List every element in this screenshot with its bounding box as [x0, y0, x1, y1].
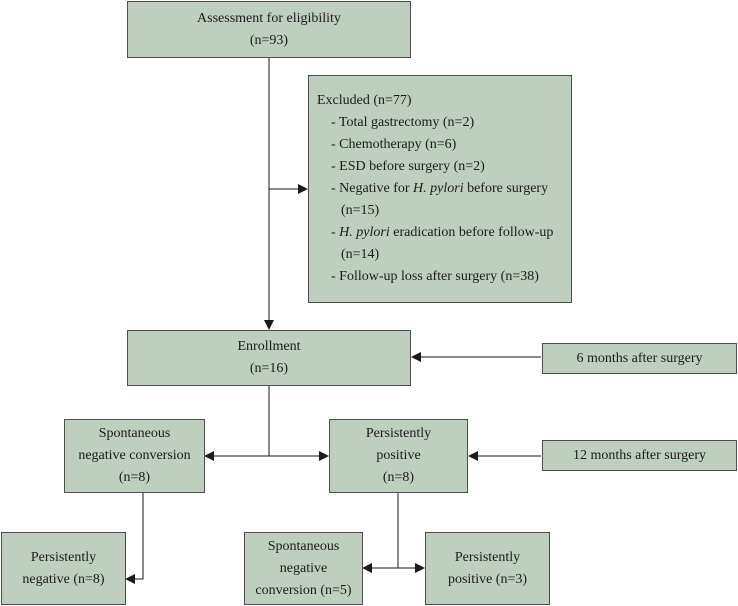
spont-neg-2-line1: Spontaneous — [267, 538, 340, 554]
persist-pos-1-count: (n=8) — [382, 470, 415, 485]
excluded-box: Excluded (n=77) - Total gastrectomy (n=2… — [308, 75, 572, 303]
spont-neg-1-line2: negative conversion — [78, 448, 191, 463]
persist-pos-2-line2: positive (n=3) — [447, 571, 528, 587]
six-months-label: 6 months after surgery — [576, 350, 703, 366]
six-months-box: 6 months after surgery — [542, 343, 737, 374]
persist-pos-2-line1: Persistently — [454, 549, 521, 565]
excluded-item: - H. pylori eradication before follow-up… — [331, 225, 554, 262]
excluded-title: Excluded (n=77) — [317, 93, 412, 108]
persist-pos-1-line1: Persistently — [365, 426, 432, 441]
twelve-months-label: 12 months after surgery — [572, 447, 707, 463]
excluded-list: - Total gastrectomy (n=2) - Chemotherapy… — [317, 112, 565, 288]
excluded-item: - Chemotherapy (n=6) — [331, 137, 457, 152]
assessment-count: (n=93) — [249, 32, 289, 48]
enrollment-label: Enrollment — [237, 339, 301, 354]
persist-neg-box: Persistently negative (n=8) — [1, 532, 126, 605]
enrollment-count: (n=16) — [249, 361, 289, 376]
excluded-item: - Total gastrectomy (n=2) — [331, 115, 475, 130]
persist-neg-line1: Persistently — [30, 549, 97, 565]
persist-pos-1-line2: positive — [376, 448, 421, 463]
spont-neg-box-1: Spontaneous negative conversion (n=8) — [64, 419, 205, 493]
arrow-to-persist-neg — [125, 493, 144, 584]
excluded-item: - Follow-up loss after surgery (n=38) — [331, 269, 539, 284]
twelve-months-box: 12 months after surgery — [542, 440, 737, 471]
persist-pos-box-2: Persistently positive (n=3) — [425, 532, 550, 605]
excluded-item: - ESD before surgery (n=2) — [331, 159, 485, 174]
spont-neg-2-line2: negative — [279, 560, 328, 576]
assessment-label: Assessment for eligibility — [197, 10, 341, 26]
persist-pos-box-1: Persistently positive (n=8) — [329, 419, 468, 493]
spont-neg-2-line3: conversion (n=5) — [255, 582, 352, 598]
spont-neg-box-2: Spontaneous negative conversion (n=5) — [244, 532, 363, 605]
spont-neg-1-count: (n=8) — [118, 470, 151, 485]
assessment-box: Assessment for eligibility (n=93) — [127, 1, 411, 58]
enrollment-box: Enrollment (n=16) — [127, 330, 411, 386]
persist-neg-line2: negative (n=8) — [22, 571, 105, 587]
spont-neg-1-line1: Spontaneous — [98, 426, 171, 441]
excluded-item: - Negative for H. pylori before surgery(… — [331, 181, 549, 218]
